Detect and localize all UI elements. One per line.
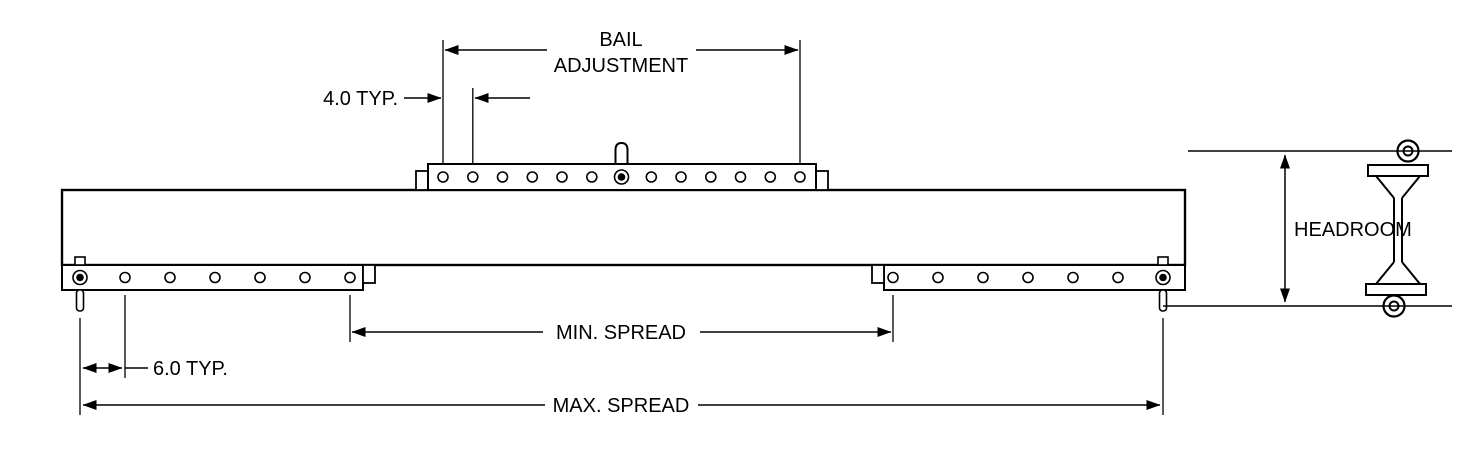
bottom-left-plate	[61, 256, 376, 312]
shackle-taper	[1375, 261, 1395, 285]
lifting-pin-right	[1155, 256, 1171, 312]
shackle-taper	[1375, 175, 1395, 199]
top-plate-hole	[437, 171, 449, 183]
top-plate-hole	[466, 171, 479, 183]
bottom-right-plate-main	[883, 264, 1186, 291]
dim-min-spread: MIN. SPREAD	[349, 295, 894, 344]
top-adjustment-plate	[415, 141, 829, 191]
bail-pin-center	[617, 173, 626, 181]
shackle-taper	[1401, 175, 1421, 199]
dim-bottom-hole-spacing: 6.0 TYP.	[82, 295, 228, 380]
top-plate-hole	[556, 171, 568, 183]
top-plate-hole	[585, 171, 598, 183]
plate-hole	[887, 271, 899, 284]
top-plate-holes	[437, 171, 806, 183]
lifting-pin-left	[72, 256, 88, 312]
top-plate-right-ear	[815, 170, 829, 191]
bail-adjustment-label-line1: BAIL	[599, 29, 642, 51]
max-spread-label: MAX. SPREAD	[553, 395, 690, 417]
bottom-right-plate-ear	[871, 264, 885, 284]
top-hole-spacing-label: 4.0 TYP.	[323, 88, 398, 110]
top-plate-hole	[734, 171, 747, 183]
bail-adjustment-label-line2: ADJUSTMENT	[554, 55, 688, 77]
headroom-label: HEADROOM	[1294, 219, 1412, 241]
plate-hole	[299, 271, 311, 284]
top-plate-main	[427, 163, 817, 191]
bottom-right-plate-holes	[887, 271, 1124, 284]
top-plate-hole	[764, 171, 777, 183]
dim-top-hole-spacing: 4.0 TYP.	[323, 88, 530, 163]
dim-max-spread: MAX. SPREAD	[79, 318, 1164, 417]
plate-hole	[164, 271, 176, 284]
top-plate-hole	[704, 171, 717, 183]
plate-hole	[932, 271, 944, 284]
bail-pin	[613, 141, 630, 185]
min-spread-label: MIN. SPREAD	[556, 322, 686, 344]
bottom-left-plate-ear	[362, 264, 376, 284]
plate-hole	[119, 271, 131, 284]
shackle-taper	[1401, 261, 1421, 285]
top-plate-left-ear	[415, 170, 429, 191]
plate-hole	[254, 271, 266, 284]
bottom-ring	[1382, 294, 1406, 318]
top-ring	[1396, 139, 1420, 163]
plate-hole	[209, 271, 221, 284]
plate-hole	[344, 271, 356, 284]
bottom-left-plate-holes	[119, 271, 356, 284]
plate-hole	[1067, 271, 1079, 284]
shackle-top-bar	[1367, 164, 1429, 177]
bottom-hole-spacing-label: 6.0 TYP.	[153, 358, 228, 380]
dim-headroom: HEADROOM	[1280, 154, 1412, 303]
shackle-bottom-bar	[1365, 283, 1427, 296]
top-plate-hole	[675, 171, 687, 183]
top-plate-hole	[645, 171, 658, 183]
plate-hole	[1112, 271, 1124, 284]
shackle-assembly	[1163, 139, 1452, 318]
top-plate-hole	[526, 171, 539, 183]
bottom-right-plate	[871, 256, 1186, 312]
plate-hole	[1022, 271, 1034, 284]
dim-bail-adjustment: BAIL ADJUSTMENT	[442, 29, 801, 163]
top-plate-hole	[496, 171, 509, 183]
beam-body	[60, 188, 1187, 267]
top-plate-hole	[794, 171, 806, 183]
plate-hole	[977, 271, 989, 284]
